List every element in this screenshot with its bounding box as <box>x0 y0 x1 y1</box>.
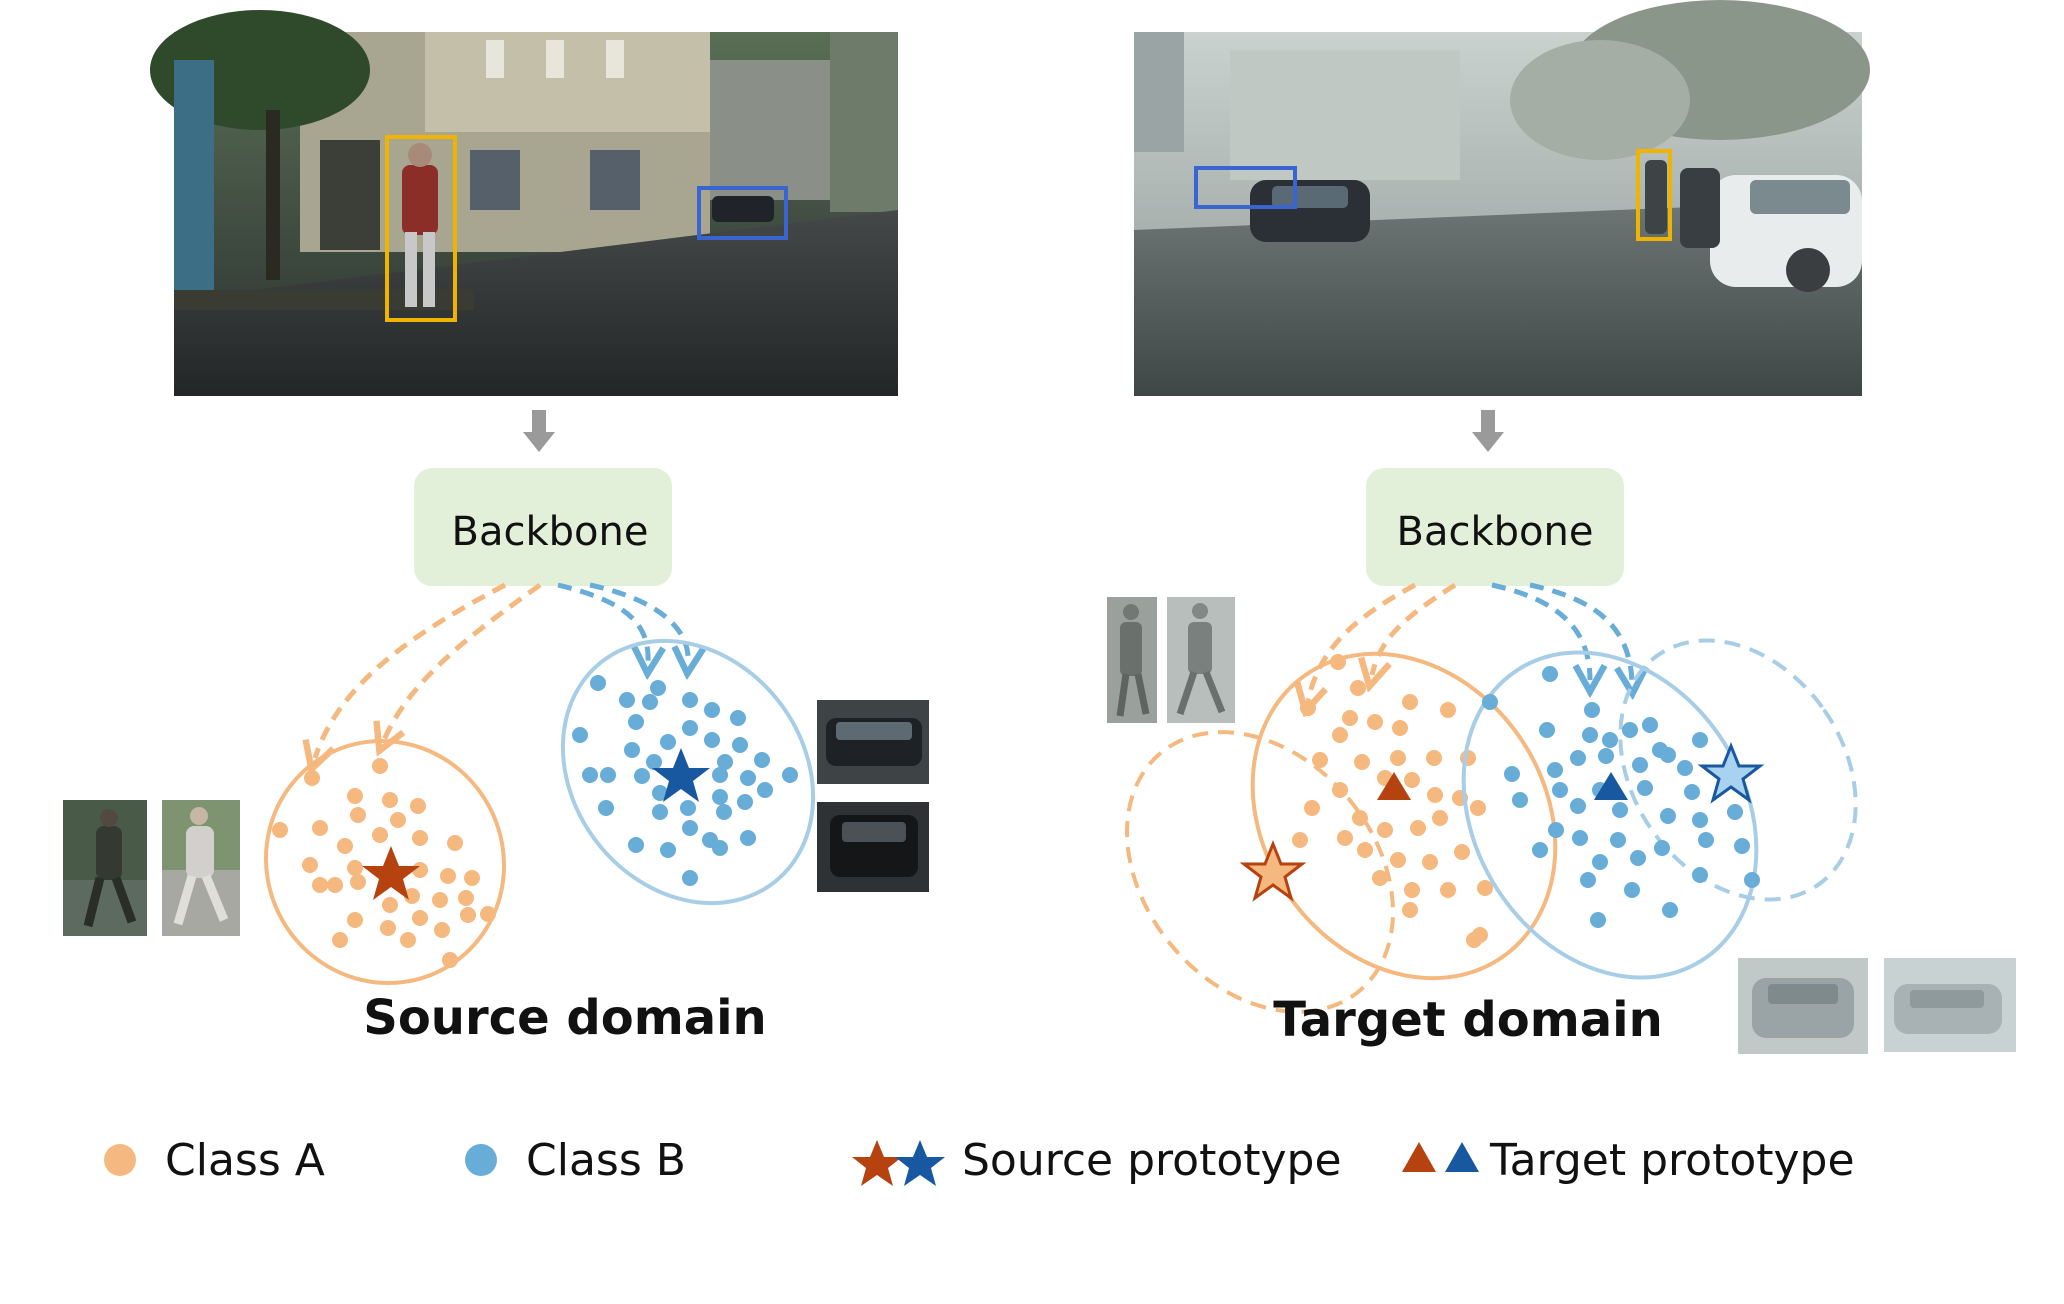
source-domain-label: Source domain <box>363 990 766 1046</box>
target-car-bounding-box <box>1194 166 1297 209</box>
source-backbone-box: Backbone <box>414 468 672 586</box>
source-backbone-label: Backbone <box>452 509 649 555</box>
source-prototype-b-in-target-icon <box>1697 741 1765 804</box>
source-class-b-cluster <box>560 638 816 906</box>
legend-class-b-label: Class B <box>526 1135 686 1186</box>
target-backbone-label: Backbone <box>1397 509 1594 555</box>
target-car-thumbnail-2 <box>1884 958 2016 1052</box>
target-feature-arrows <box>1308 582 1632 700</box>
target-person-thumbnail-2 <box>1167 597 1235 723</box>
class-b-marker-icon <box>465 1144 497 1176</box>
source-down-arrow <box>523 410 555 452</box>
target-down-arrow <box>1472 410 1504 452</box>
target-foggy-street-image <box>1134 0 1870 396</box>
source-street-image <box>150 10 898 396</box>
legend: Class A Class B Source prototype Target … <box>104 1135 1855 1186</box>
source-prototype-b-icon <box>652 748 710 802</box>
target-prototype-a-legend-icon <box>1402 1142 1436 1172</box>
class-a-marker-icon <box>104 1144 136 1176</box>
legend-source-prototype-label: Source prototype <box>962 1135 1342 1186</box>
source-feature-arrows <box>315 582 688 758</box>
target-domain-label: Target domain <box>1273 992 1663 1048</box>
target-class-a-cluster <box>1239 651 1558 981</box>
target-source-class-b-region <box>1618 638 1858 902</box>
source-prototype-a-icon <box>362 846 420 900</box>
target-backbone-box: Backbone <box>1366 468 1624 586</box>
person-bounding-box <box>385 135 457 322</box>
target-prototype-b-legend-icon <box>1445 1142 1479 1172</box>
source-person-thumbnail-2 <box>162 800 240 936</box>
target-person-bounding-box <box>1636 149 1672 241</box>
target-person-thumbnail-1 <box>1107 597 1157 723</box>
target-prototype-a-icon <box>1377 772 1411 800</box>
source-class-a-cluster <box>263 738 507 986</box>
legend-target-prototype-label: Target prototype <box>1489 1135 1855 1186</box>
source-car-thumbnail-2 <box>817 802 929 892</box>
source-person-thumbnail-1 <box>63 800 147 936</box>
source-prototype-a-legend-icon <box>852 1140 902 1186</box>
legend-class-a-label: Class A <box>165 1135 325 1186</box>
source-car-thumbnail-1 <box>817 700 929 784</box>
target-prototype-b-icon <box>1594 772 1628 800</box>
target-source-class-a-region <box>1125 730 1395 1014</box>
source-prototype-a-in-target-icon <box>1239 839 1307 902</box>
source-prototype-b-legend-icon <box>895 1140 945 1186</box>
car-bounding-box <box>697 186 788 240</box>
target-class-b-cluster <box>1461 650 1765 980</box>
target-car-thumbnail-1 <box>1738 958 1868 1054</box>
